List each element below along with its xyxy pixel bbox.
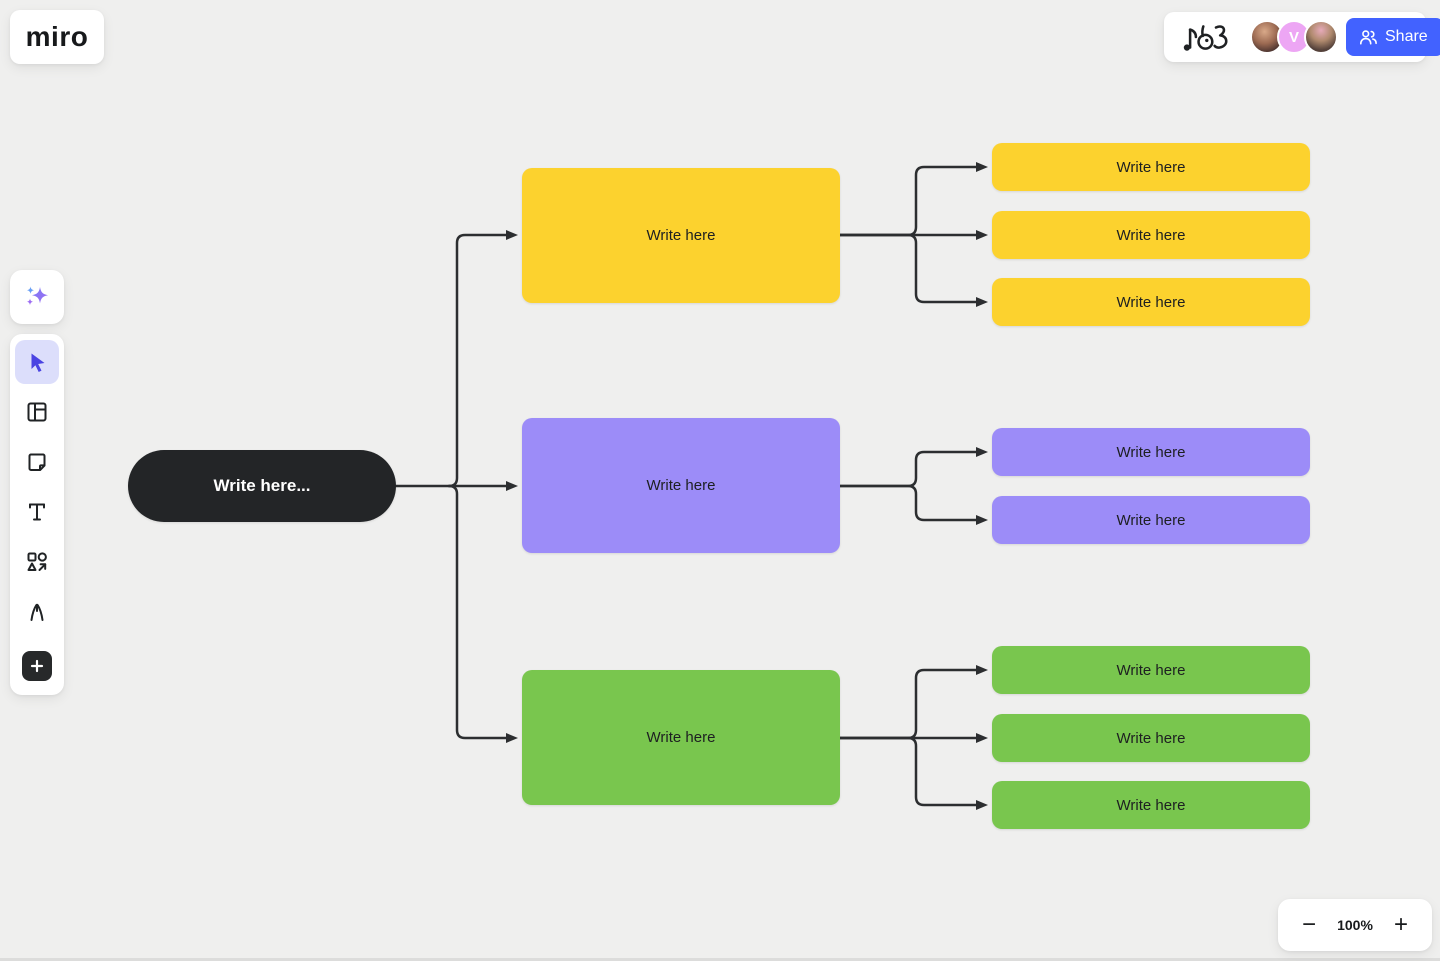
tool-templates[interactable] <box>15 390 59 434</box>
pen-icon <box>25 600 49 624</box>
connector-y-dn <box>838 233 988 307</box>
connector-root-branch1 <box>447 230 518 488</box>
sparkles-icon <box>21 281 53 313</box>
tool-ai-assist[interactable] <box>10 270 64 324</box>
zoom-controls: − 100% + <box>1278 899 1432 951</box>
connector-g-up <box>838 665 988 740</box>
node-label: Write here <box>646 729 716 746</box>
tool-pen[interactable] <box>15 590 59 634</box>
cursor-icon <box>25 350 49 374</box>
frame-icon <box>25 400 49 424</box>
node-label: Write here... <box>213 476 311 495</box>
node-label: Write here <box>1116 293 1186 311</box>
text-icon <box>25 500 49 524</box>
tool-text[interactable] <box>15 490 59 534</box>
creation-toolbar <box>10 334 64 695</box>
tool-shapes[interactable] <box>15 540 59 584</box>
miro-logo: miro <box>25 21 89 52</box>
node-label: Write here <box>1116 443 1186 461</box>
node-label: Write here <box>1116 226 1186 244</box>
mindmap-root-node[interactable]: Write here... <box>128 450 396 522</box>
node-label: Write here <box>1116 511 1186 529</box>
connector-p-dn <box>838 484 988 525</box>
collaborator-avatars: V <box>1250 20 1338 54</box>
child-node-green-1[interactable]: Write here <box>992 646 1310 694</box>
node-label: Write here <box>1116 796 1186 814</box>
child-node-green-3[interactable]: Write here <box>992 781 1310 829</box>
child-node-yellow-3[interactable]: Write here <box>992 278 1310 326</box>
branch-node-yellow[interactable]: Write here <box>522 168 840 303</box>
connector-p-up <box>838 447 988 488</box>
shapes-icon <box>25 550 49 574</box>
node-label: Write here <box>1116 661 1186 679</box>
avatar[interactable] <box>1304 20 1338 54</box>
sticky-note-icon <box>25 450 49 474</box>
child-node-yellow-2[interactable]: Write here <box>992 211 1310 259</box>
tool-add-more[interactable] <box>15 644 59 688</box>
miro-logo-card[interactable]: miro <box>10 10 104 64</box>
zoom-in-button[interactable]: + <box>1384 908 1418 942</box>
share-button[interactable]: Share <box>1346 18 1440 56</box>
zoom-level: 100% <box>1337 917 1373 933</box>
zoom-out-button[interactable]: − <box>1292 908 1326 942</box>
share-people-icon <box>1358 28 1378 46</box>
node-label: Write here <box>1116 729 1186 747</box>
node-label: Write here <box>646 477 716 494</box>
avatar-initial: V <box>1288 28 1299 46</box>
node-label: Write here <box>646 227 716 244</box>
connector-g-dn <box>838 736 988 810</box>
bottom-edge-divider <box>0 958 1440 961</box>
music-doodle-icon <box>1178 18 1236 56</box>
avatar[interactable]: V <box>1277 20 1311 54</box>
connector-y-up <box>838 162 988 237</box>
child-node-yellow-1[interactable]: Write here <box>992 143 1310 191</box>
connector-root-branch3 <box>447 484 518 743</box>
branch-node-green[interactable]: Write here <box>522 670 840 805</box>
branch-node-purple[interactable]: Write here <box>522 418 840 553</box>
tool-sticky-note[interactable] <box>15 440 59 484</box>
child-node-green-2[interactable]: Write here <box>992 714 1310 762</box>
node-label: Write here <box>1116 158 1186 176</box>
tool-select[interactable] <box>15 340 59 384</box>
child-node-purple-1[interactable]: Write here <box>992 428 1310 476</box>
plus-icon <box>22 651 52 681</box>
top-right-bar: V Share <box>1164 12 1440 62</box>
share-label: Share <box>1385 28 1428 45</box>
child-node-purple-2[interactable]: Write here <box>992 496 1310 544</box>
